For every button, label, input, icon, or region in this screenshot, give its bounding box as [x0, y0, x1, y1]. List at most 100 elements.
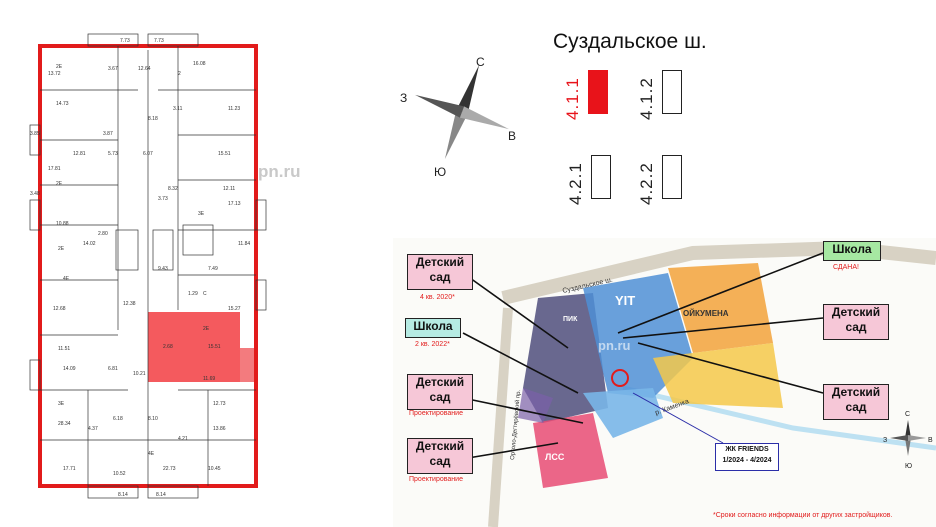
compass-east: В	[508, 129, 516, 143]
room-area-label: 17.71	[63, 466, 76, 472]
compass-north: С	[476, 55, 485, 69]
street-title: Суздальское ш.	[553, 30, 707, 53]
room-area-label: 11.23	[228, 106, 240, 112]
room-area-label: 11.69	[203, 376, 215, 382]
room-area-label: 1.29	[188, 291, 198, 297]
small-compass-n: С	[905, 411, 910, 418]
compass-south: Ю	[434, 165, 446, 179]
room-area-label: 17.81	[48, 166, 61, 172]
room-area-label: 15.27	[228, 306, 241, 312]
room-area-label: 14.02	[83, 241, 96, 247]
room-area-label: 11.51	[58, 346, 70, 352]
room-area-label: 13.72	[48, 71, 61, 77]
watermark: pn.ru	[258, 162, 301, 181]
callout-kindergarten-4: Детский сад	[823, 304, 889, 340]
callout-kindergarten-3: Детский сад	[407, 438, 473, 474]
building-label: 4.2.2	[637, 162, 656, 205]
brand-lss: ЛСС	[545, 452, 565, 462]
room-area-label: 12.64	[138, 66, 151, 72]
friends-label: ЖК FRIENDS 1/2024 - 4/2024	[715, 443, 779, 471]
room-area-label: 3.67	[108, 66, 118, 72]
building-label: 4.1.2	[637, 77, 656, 120]
compass-west: З	[400, 91, 407, 105]
building-box	[662, 155, 682, 199]
room-area-label: 28.34	[58, 421, 71, 427]
building-box	[662, 70, 682, 114]
building-box	[588, 70, 608, 114]
room-area-label: 4Е	[148, 451, 155, 457]
room-area-label: 4.21	[178, 436, 188, 442]
room-area-label: 8.18	[148, 116, 158, 122]
floor-plan: 7.73 7.73 13.72 2Е 2 16.08 12.64 3.67 14.73 11.…	[28, 30, 268, 500]
room-area-label: 14.73	[56, 101, 69, 107]
room-area-label: 12.11	[223, 186, 235, 192]
room-area-label: 6.18	[113, 416, 123, 422]
room-area-label: 8.32	[168, 186, 178, 192]
map-footnote: *Сроки согласно информации от других зас…	[713, 512, 893, 519]
room-area-label: 3.48	[30, 191, 40, 197]
district-map: Суздальское ш. Ортоло-Дегтярёвский пр. р…	[393, 238, 936, 527]
selected-apartment	[148, 312, 240, 382]
small-compass-s: Ю	[905, 463, 912, 470]
room-area-label: 3.87	[103, 131, 113, 137]
room-area-label: 13.86	[213, 426, 226, 432]
room-area-label: 11.84	[238, 241, 250, 247]
room-area-label: 2Е	[203, 326, 210, 332]
callout-kindergarten-1: Детский сад	[407, 254, 473, 290]
room-area-label: 6.81	[108, 366, 118, 372]
building-label: 4.1.1	[563, 77, 582, 120]
room-area-label: 3.11	[173, 106, 183, 112]
room-area-label: 10.88	[56, 221, 69, 227]
map-watermark: pn.ru	[598, 338, 631, 353]
callout-kindergarten-5: Детский сад	[823, 384, 889, 420]
plan-top-label: 7.73	[154, 38, 164, 44]
room-area-label: 12.81	[73, 151, 86, 157]
brand-oikumena: ОЙКУМЕНА	[683, 309, 729, 318]
small-compass-e: В	[928, 437, 933, 444]
room-area-label: 2Е	[56, 181, 63, 187]
room-area-label: 3Е	[58, 401, 65, 407]
room-area-label: 2Е	[58, 246, 65, 252]
building-box	[591, 155, 611, 199]
room-area-label: 2.68	[163, 344, 173, 350]
friends-title: ЖК FRIENDS	[725, 446, 769, 453]
plan-bottom-label: 8.14	[156, 492, 166, 498]
room-area-label: 22.73	[163, 466, 176, 472]
brand-pik: ПИК	[563, 316, 578, 323]
room-area-label: 7.49	[208, 266, 218, 272]
room-area-label: 10.52	[113, 471, 126, 477]
callout-note: 2 кв. 2022*	[415, 341, 450, 348]
room-area-label: 14.09	[63, 366, 76, 372]
brand-yit: YIT	[615, 293, 635, 308]
room-area-label: 15.51	[208, 344, 221, 350]
room-area-label: 2	[178, 71, 181, 77]
room-area-label: С	[203, 291, 207, 297]
callout-kindergarten-2: Детский сад	[407, 374, 473, 410]
callout-school-1: Школа	[405, 318, 461, 338]
plan-top-label: 7.73	[120, 38, 130, 44]
room-area-label: 6.07	[143, 151, 153, 157]
room-area-label: 3Е	[198, 211, 205, 217]
room-area-label: 16.08	[193, 61, 206, 67]
callout-note: Проектирование	[409, 410, 463, 417]
callout-note: 4 кв. 2020*	[420, 294, 455, 301]
friends-dates: 1/2024 - 4/2024	[722, 457, 772, 464]
room-area-label: 3.73	[158, 196, 168, 202]
compass-rose: С В З Ю	[398, 50, 523, 180]
room-area-label: 3.85	[30, 131, 40, 137]
room-area-label: 12.38	[123, 301, 136, 307]
building-label: 4.2.1	[566, 162, 585, 205]
small-compass-w: З	[883, 437, 887, 444]
room-area-label: 12.68	[53, 306, 66, 312]
room-area-label: 10.21	[133, 371, 146, 377]
callout-note: Проектирование	[409, 476, 463, 483]
room-area-label: 12.73	[213, 401, 226, 407]
room-area-label: 8.10	[148, 416, 158, 422]
room-area-label: 4Е	[63, 276, 70, 282]
room-area-label: 9.43	[158, 266, 168, 272]
room-area-label: 4.37	[88, 426, 98, 432]
callout-note: СДАНА!	[833, 264, 859, 271]
room-area-label: 17.13	[228, 201, 241, 207]
room-area-label: 5.73	[108, 151, 118, 157]
room-area-label: 2.80	[98, 231, 108, 237]
